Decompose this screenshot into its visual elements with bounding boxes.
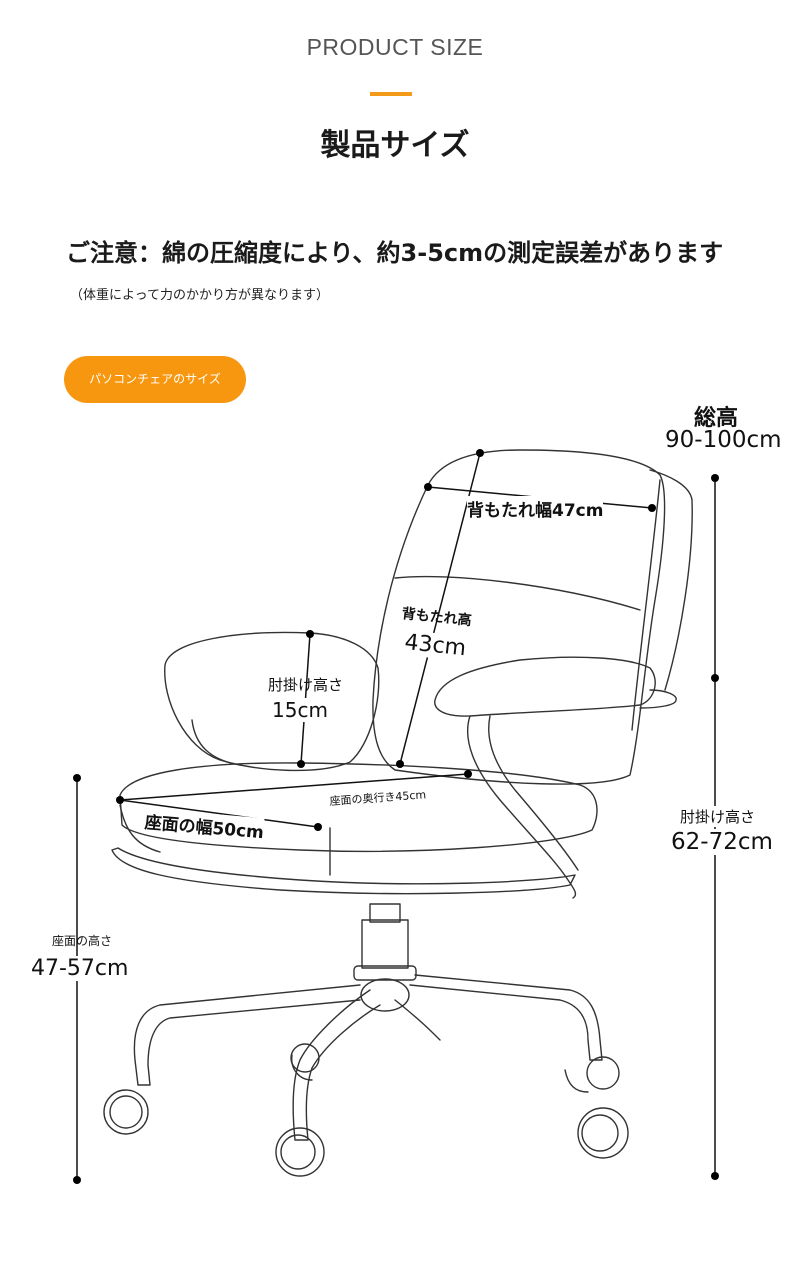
total-height-value: 90-100cm [665,427,782,453]
armrest-height-label: 肘掛け高さ [268,676,344,694]
seat-height-value: 47-57cm [31,956,129,981]
product-size-heading: PRODUCT SIZE [306,34,484,60]
seat-height-label: 座面の高さ [52,934,113,948]
chair-illustration [103,449,693,1177]
total-height-label: 総高 [694,406,739,431]
measurement-subnote: （体重によって力のかかり方が異なります） [70,288,329,303]
seat-depth-line [119,773,469,801]
backrest-height-line [399,452,481,765]
dimension-endpoints [73,449,719,1184]
arm-floor-height-value: 62-72cm [671,829,773,855]
accent-divider [370,92,412,96]
section-badge: パソコンチェアのサイズ [64,356,246,403]
arm-floor-height-label: 肘掛け高さ [680,806,756,827]
armrest-height-value: 15cm [272,698,328,722]
measurement-note: ご注意：綿の圧縮度により、約3-5cmの測定誤差があります [66,239,724,267]
backrest-width-label: 背もたれ幅47cm [467,496,604,521]
page-title: 製品サイズ [320,128,470,163]
